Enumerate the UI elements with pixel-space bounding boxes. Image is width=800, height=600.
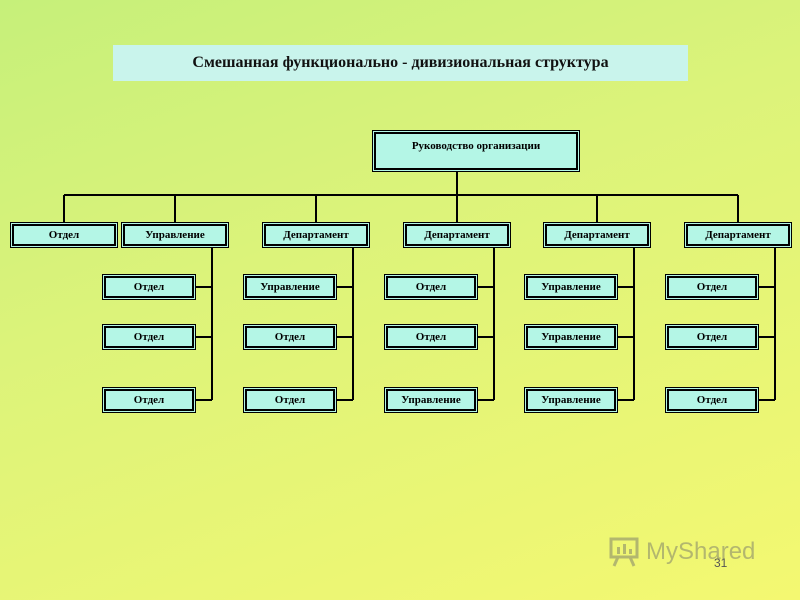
sub-node-3-2: Отдел — [245, 326, 335, 348]
sub-node-5-1: Управление — [526, 276, 616, 298]
sub-node-4-3: Управление — [386, 389, 476, 411]
sub-node-3-1: Управление — [245, 276, 335, 298]
sub-node-4-1: Отдел — [386, 276, 476, 298]
sub-node-6-3: Отдел — [667, 389, 757, 411]
sub-node-2-3: Отдел — [104, 389, 194, 411]
sub-node-4-2: Отдел — [386, 326, 476, 348]
root-node: Руководство организации — [374, 132, 578, 170]
unit-node-1: Отдел — [12, 224, 116, 246]
sub-node-6-1: Отдел — [667, 276, 757, 298]
sub-node-2-1: Отдел — [104, 276, 194, 298]
sub-node-2-2: Отдел — [104, 326, 194, 348]
sub-node-5-3: Управление — [526, 389, 616, 411]
unit-node-2: Управление — [123, 224, 227, 246]
unit-node-3: Департамент — [264, 224, 368, 246]
sub-node-6-2: Отдел — [667, 326, 757, 348]
unit-node-6: Департамент — [686, 224, 790, 246]
page-number: 31 — [714, 556, 728, 570]
watermark-text: MyShared — [646, 538, 756, 565]
unit-node-5: Департамент — [545, 224, 649, 246]
sub-node-3-3: Отдел — [245, 389, 335, 411]
presentation-icon — [609, 537, 639, 567]
unit-node-4: Департамент — [405, 224, 509, 246]
sub-node-5-2: Управление — [526, 326, 616, 348]
slide-title: Смешанная функционально - дивизиональная… — [113, 45, 688, 81]
watermark-logo: MyShared — [608, 537, 755, 567]
